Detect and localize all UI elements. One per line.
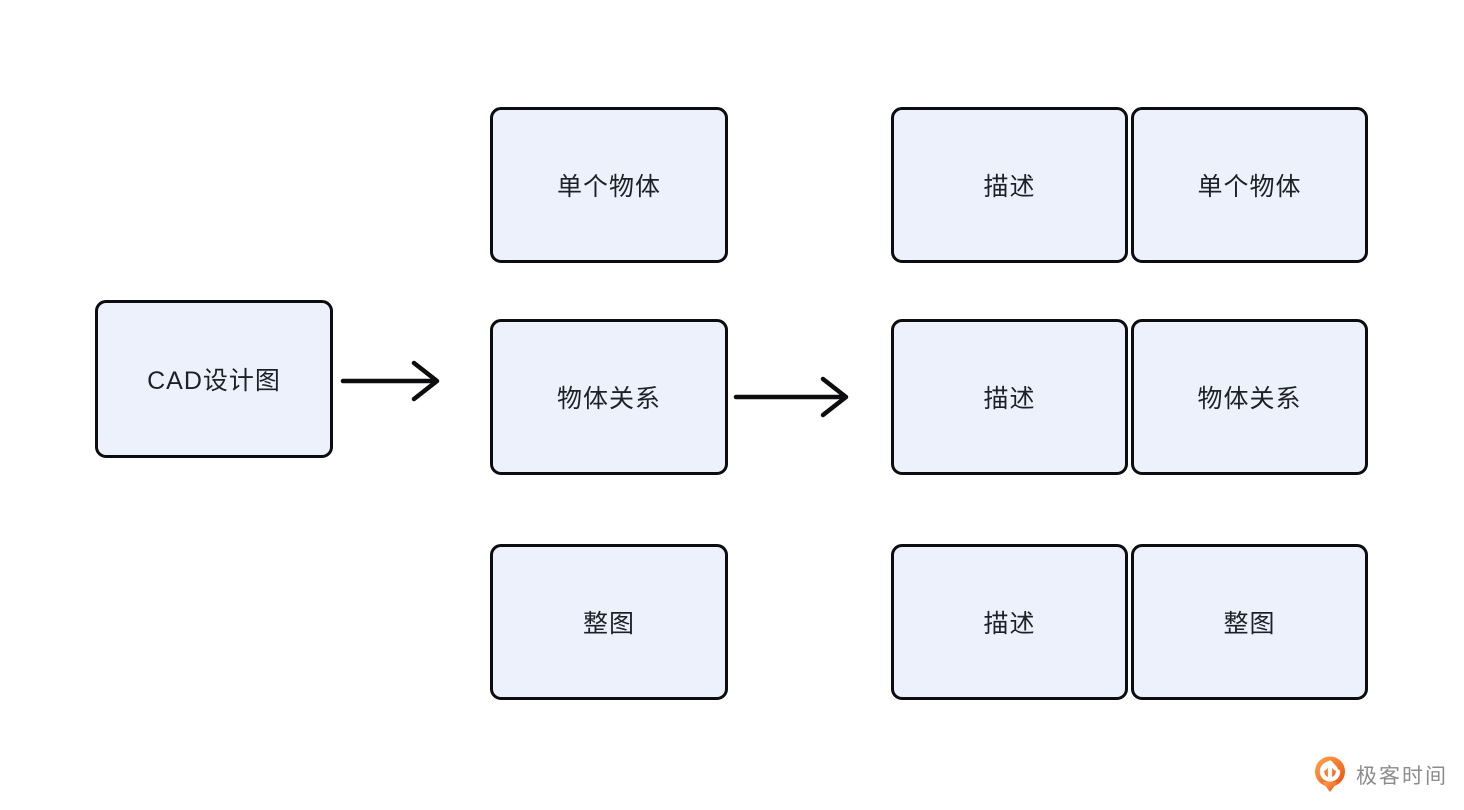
geektime-watermark: 极客时间 (1311, 754, 1448, 796)
node-label: 整图 (1223, 610, 1276, 638)
node-single-object: 单个物体 (490, 107, 728, 263)
node-object-relation: 物体关系 (490, 319, 728, 475)
node-label: 描述 (983, 385, 1036, 413)
arrow-right-icon (733, 376, 849, 418)
node-label: 物体关系 (556, 385, 661, 413)
node-label: CAD设计图 (147, 367, 281, 395)
node-label: 单个物体 (556, 173, 661, 201)
node-label: 描述 (983, 173, 1036, 201)
node-object-relation-output: 物体关系 (1131, 319, 1368, 475)
node-description-single-object: 描述 (891, 107, 1128, 263)
geektime-logo-text: 极客时间 (1356, 765, 1448, 788)
node-whole-image: 整图 (490, 544, 728, 700)
geektime-logo-icon (1315, 756, 1345, 792)
node-label: 描述 (983, 610, 1036, 638)
node-label: 整图 (582, 610, 635, 638)
node-single-object-output: 单个物体 (1131, 107, 1368, 263)
node-label: 物体关系 (1197, 385, 1302, 413)
arrow-right-icon (340, 360, 440, 402)
node-label: 单个物体 (1197, 173, 1302, 201)
node-description-whole-image: 描述 (891, 544, 1128, 700)
node-cad-design: CAD设计图 (95, 300, 333, 458)
node-whole-image-output: 整图 (1131, 544, 1368, 700)
node-description-object-relation: 描述 (891, 319, 1128, 475)
